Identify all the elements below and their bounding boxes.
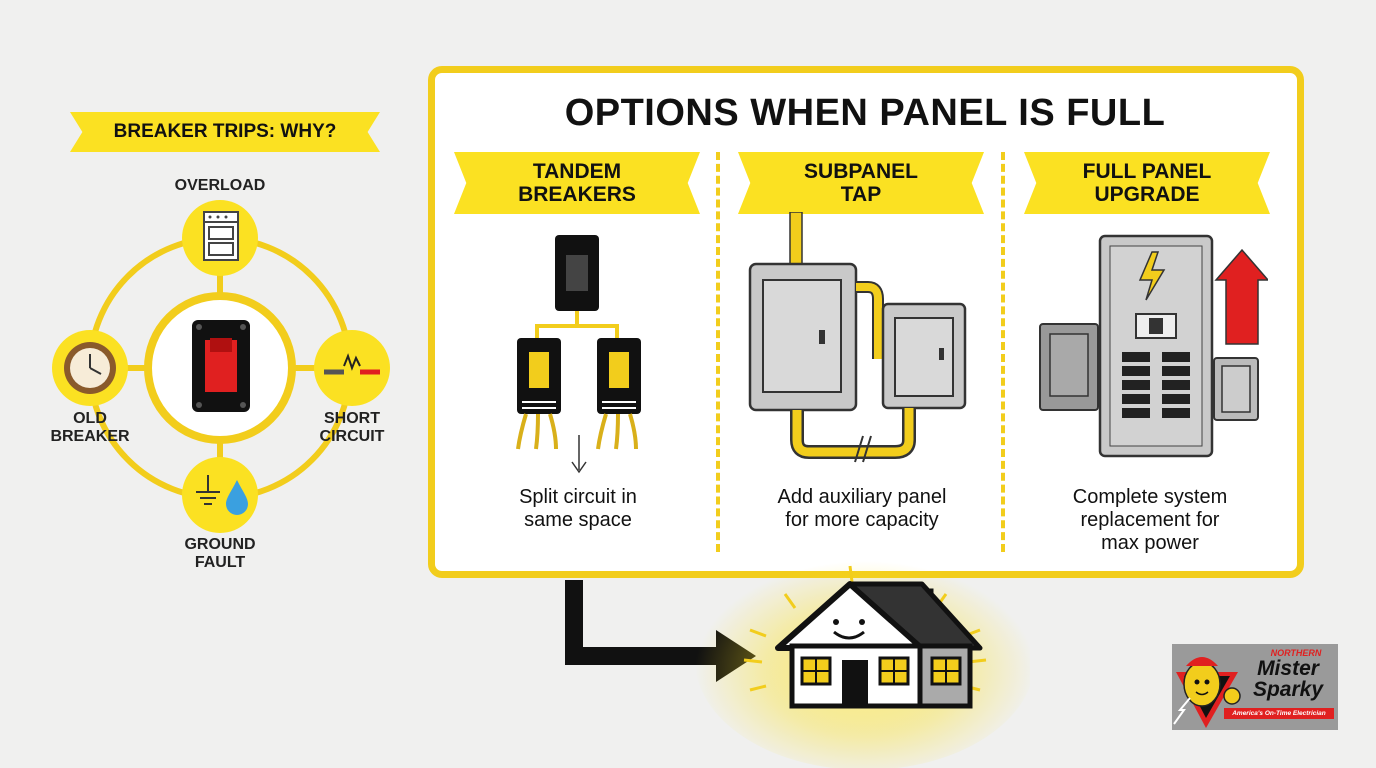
option-upgrade-description-line1: Complete system <box>1072 486 1228 508</box>
divider-2 <box>1001 152 1005 552</box>
option-tandem-description: Split circuit in same space <box>466 486 690 532</box>
cause-ground-fault-label: GROUND FAULT <box>184 536 256 572</box>
option-subpanel-heading: SUBPANEL TAP <box>738 152 984 214</box>
mascot-lightbulb-icon <box>1173 657 1241 728</box>
breaker-trips-diagram <box>52 200 390 533</box>
logo-sparky-text: Sparky <box>1252 678 1324 701</box>
ground-water-icon <box>182 457 258 533</box>
clock-icon <box>52 330 128 406</box>
logo-northern-text: NORTHERN <box>1270 648 1322 658</box>
oven-icon <box>182 200 258 276</box>
option-tandem-description-line1: Split circuit in <box>519 486 637 508</box>
option-subpanel-heading-line2: TAP <box>840 183 882 206</box>
option-upgrade-heading: FULL PANEL UPGRADE <box>1024 152 1270 214</box>
happy-house-icon <box>695 560 1030 768</box>
option-tandem-heading-line1: TANDEM <box>532 159 622 183</box>
logo-mister-text: Mister <box>1257 657 1319 680</box>
cause-old-breaker-label: OLD BREAKER <box>50 410 130 446</box>
logo-tagline: America's On-Time Electrician <box>1224 708 1334 719</box>
option-tandem-heading: TANDEM BREAKERS <box>454 152 700 214</box>
cause-overload-label: OVERLOAD <box>174 177 266 194</box>
house-arrow-diagram <box>565 560 1030 768</box>
option-subpanel-description-line2: for more capacity <box>785 509 939 531</box>
cause-short-circuit-label: SHORT CIRCUIT <box>319 410 385 446</box>
option-upgrade-description-line2: replacement for <box>1080 509 1220 531</box>
upgrade-panel-icon <box>1039 234 1268 458</box>
option-upgrade-description-line3: max power <box>1101 532 1199 554</box>
mister-sparky-logo: NORTHERN Mister Sparky America's On-Time… <box>1172 644 1338 730</box>
breaker-center-icon <box>144 292 296 444</box>
option-tandem-description-line2: same space <box>524 509 632 531</box>
option-subpanel-heading-line1: SUBPANEL <box>804 159 918 183</box>
option-upgrade-description: Complete system replacement for max powe… <box>1030 486 1270 555</box>
option-subpanel-description-line1: Add auxiliary panel <box>777 486 947 508</box>
tandem-breaker-icon <box>516 235 641 474</box>
option-upgrade-heading-line1: FULL PANEL <box>1082 159 1212 183</box>
panel-title: OPTIONS WHEN PANEL IS FULL <box>564 92 1166 134</box>
breaker-trips-title: BREAKER TRIPS: WHY? <box>70 112 380 152</box>
option-tandem-heading-line2: BREAKERS <box>518 183 636 206</box>
subpanel-icon <box>748 212 967 463</box>
option-upgrade-heading-line2: UPGRADE <box>1094 183 1200 206</box>
spark-wires-icon <box>314 330 390 406</box>
option-subpanel-description: Add auxiliary panel for more capacity <box>742 486 982 532</box>
divider-1 <box>716 152 720 552</box>
